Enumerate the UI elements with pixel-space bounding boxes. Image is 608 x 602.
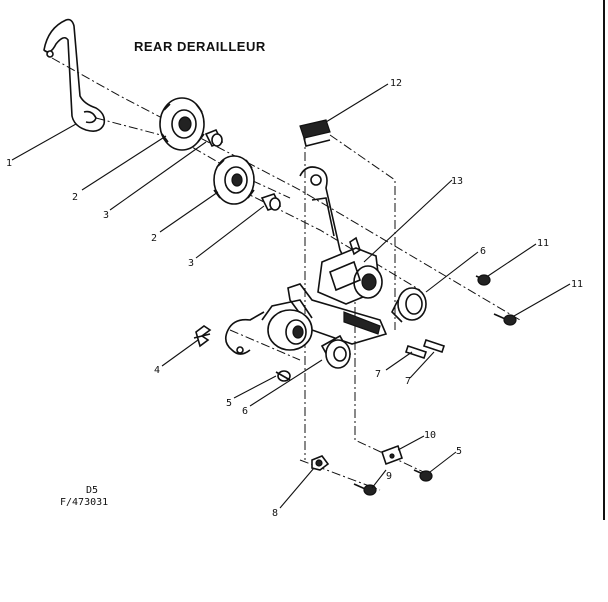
callout-2: 2 bbox=[72, 192, 78, 203]
callout-4: 4 bbox=[154, 365, 160, 376]
callout-1: 1 bbox=[6, 158, 12, 169]
callout-11b: 11 bbox=[571, 279, 583, 290]
callout-7: 7 bbox=[375, 369, 381, 380]
callout-6b: 6 bbox=[242, 406, 248, 417]
callout-10: 10 bbox=[424, 430, 436, 441]
hanger-bracket bbox=[43, 18, 106, 132]
left-bushing bbox=[320, 334, 352, 369]
adjusting-screw-lower bbox=[493, 313, 517, 326]
callout-6: 6 bbox=[480, 246, 486, 257]
callout-11: 11 bbox=[537, 238, 549, 249]
pivot-pin-2 bbox=[422, 338, 446, 354]
pivot-pin-1 bbox=[404, 344, 428, 360]
mounting-screw bbox=[353, 483, 377, 496]
cable-clamp bbox=[380, 444, 404, 466]
callout-3b: 3 bbox=[188, 258, 194, 269]
drawing-code-line1: D5 bbox=[86, 485, 98, 496]
pivot-link bbox=[224, 299, 313, 355]
lower-bushing bbox=[260, 193, 282, 211]
callout-5: 5 bbox=[226, 398, 232, 409]
small-screw bbox=[275, 370, 291, 382]
callout-8: 8 bbox=[272, 508, 278, 519]
leader-lines bbox=[11, 83, 571, 509]
callout-2b: 2 bbox=[151, 233, 157, 244]
diagram-title: REAR DERAILLEUR bbox=[134, 39, 266, 54]
callout-5b: 5 bbox=[456, 446, 462, 457]
right-bushing bbox=[391, 287, 427, 323]
callout-12: 12 bbox=[390, 78, 402, 89]
assembly-axes bbox=[51, 57, 521, 491]
callout-9: 9 bbox=[386, 471, 392, 482]
drawing-code-line2: F/473031 bbox=[60, 497, 108, 508]
callout-labels: 1 2 3 2 3 12 13 6 11 11 4 5 6 7 7 10 5 9… bbox=[6, 78, 583, 519]
adjusting-screw-upper bbox=[475, 274, 491, 286]
clamp-screw bbox=[413, 469, 433, 482]
callout-13: 13 bbox=[451, 176, 463, 187]
cable-clip bbox=[299, 119, 331, 147]
lower-pulley bbox=[213, 155, 255, 205]
nut bbox=[311, 455, 330, 471]
upper-bushing bbox=[204, 128, 224, 148]
callout-3: 3 bbox=[103, 210, 109, 221]
callout-7b: 7 bbox=[405, 376, 411, 387]
spring bbox=[193, 325, 212, 348]
upper-pulley bbox=[159, 97, 205, 151]
